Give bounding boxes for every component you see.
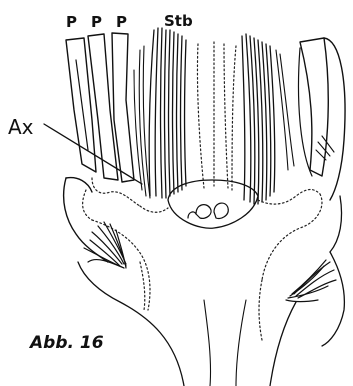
petals-left xyxy=(66,33,134,182)
label-ax: Ax xyxy=(8,115,34,139)
label-p-1: P xyxy=(66,13,77,31)
label-p-2: P xyxy=(91,13,102,31)
hair-tuft-right xyxy=(286,260,336,302)
label-stb: Stb xyxy=(164,12,193,30)
stamen-bundle-left xyxy=(134,28,186,198)
stamen-bundle-right xyxy=(242,34,294,204)
lower-axis xyxy=(64,178,345,386)
hair-tuft-left xyxy=(84,222,126,268)
figure-caption: Abb. 16 xyxy=(28,333,104,353)
label-p-3: P xyxy=(116,13,127,31)
petals-right xyxy=(299,38,346,200)
